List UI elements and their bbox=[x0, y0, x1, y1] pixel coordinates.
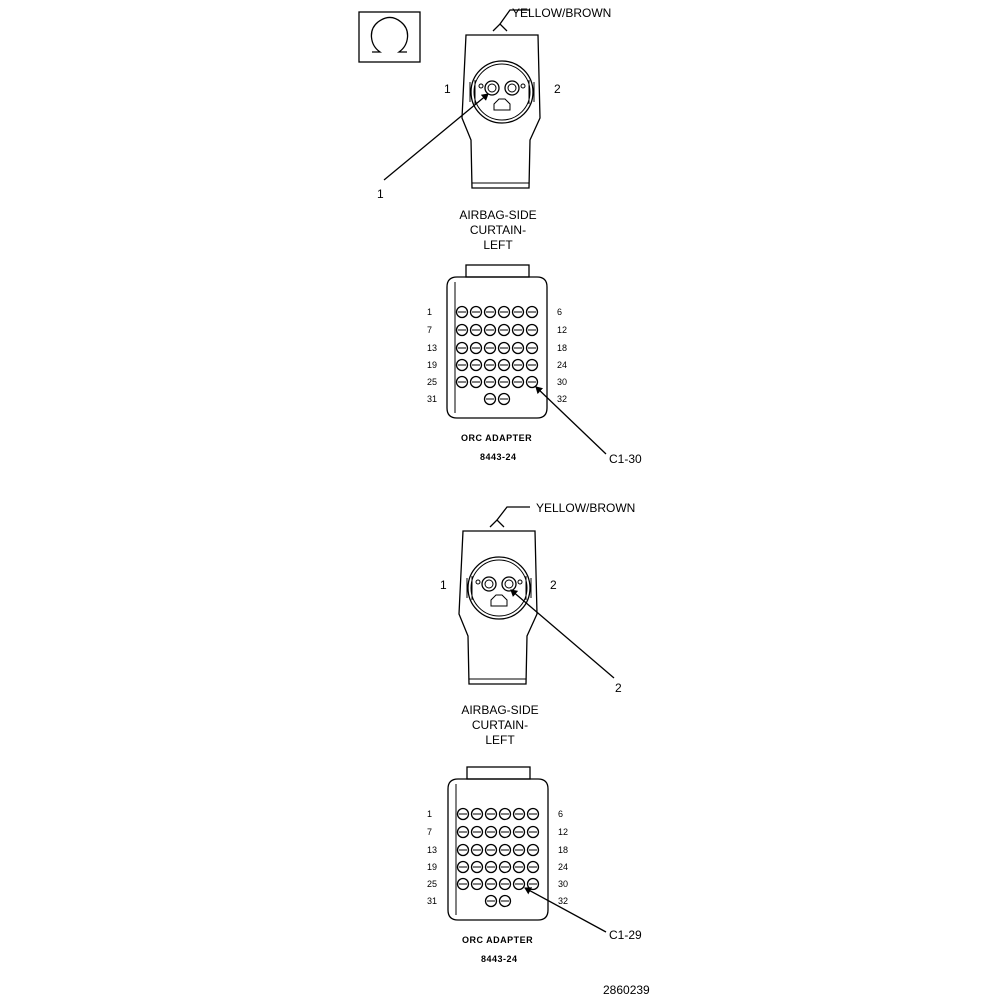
orc-adapter bbox=[446, 264, 548, 419]
component-title: LEFT bbox=[483, 238, 513, 252]
cavity-row-6 bbox=[484, 894, 512, 908]
component-title: LEFT bbox=[485, 733, 515, 747]
adapter-part-number: 8443-24 bbox=[480, 452, 517, 462]
wire-lead bbox=[499, 9, 530, 25]
omega-icon bbox=[370, 16, 409, 53]
svg-text:12: 12 bbox=[557, 325, 567, 335]
wire-color-label: YELLOW/BROWN bbox=[536, 501, 635, 515]
cavity-row-5 bbox=[456, 877, 540, 891]
panel-1: YELLOW/BROWN 1 2 1 AIRBAG-SIDE CURTAIN- … bbox=[377, 6, 642, 466]
cavity-row-3 bbox=[455, 341, 539, 355]
cavity-row-4 bbox=[455, 358, 539, 372]
cavity-row-1 bbox=[456, 807, 540, 821]
svg-text:18: 18 bbox=[558, 845, 568, 855]
cavity-row-2 bbox=[455, 323, 539, 337]
svg-text:25: 25 bbox=[427, 377, 437, 387]
wire-color-label: YELLOW/BROWN bbox=[512, 6, 611, 20]
svg-text:31: 31 bbox=[427, 896, 437, 906]
svg-text:32: 32 bbox=[558, 896, 568, 906]
svg-text:6: 6 bbox=[558, 809, 563, 819]
probe-leader bbox=[383, 93, 489, 181]
svg-text:19: 19 bbox=[427, 862, 437, 872]
cavity-row-6 bbox=[483, 392, 511, 406]
svg-text:30: 30 bbox=[557, 377, 567, 387]
probe-leader bbox=[510, 589, 615, 679]
svg-text:25: 25 bbox=[427, 879, 437, 889]
cavity-callout: C1-29 bbox=[609, 928, 642, 942]
wire-lead bbox=[496, 506, 530, 521]
svg-text:18: 18 bbox=[557, 343, 567, 353]
adapter-cavities bbox=[455, 305, 539, 406]
svg-text:7: 7 bbox=[427, 325, 432, 335]
svg-text:30: 30 bbox=[558, 879, 568, 889]
cavity-callout: C1-30 bbox=[609, 452, 642, 466]
figure-number: 2860239 bbox=[603, 983, 650, 997]
pin-2-label: 2 bbox=[554, 82, 561, 96]
svg-text:13: 13 bbox=[427, 845, 437, 855]
svg-text:1: 1 bbox=[427, 809, 432, 819]
ohmmeter-symbol bbox=[358, 11, 421, 63]
svg-text:13: 13 bbox=[427, 343, 437, 353]
adapter-name: ORC ADAPTER bbox=[461, 433, 532, 443]
svg-text:24: 24 bbox=[558, 862, 568, 872]
cavity-row-1 bbox=[455, 305, 539, 319]
cavity-row-4 bbox=[456, 860, 540, 874]
svg-text:7: 7 bbox=[427, 827, 432, 837]
cavity-leader bbox=[524, 887, 607, 933]
component-title: AIRBAG-SIDE bbox=[459, 208, 536, 222]
cavity-row-3 bbox=[456, 843, 540, 857]
component-title: CURTAIN- bbox=[472, 718, 528, 732]
svg-text:12: 12 bbox=[558, 827, 568, 837]
pin-1-label: 1 bbox=[444, 82, 451, 96]
component-title: CURTAIN- bbox=[470, 223, 526, 237]
panel-2: YELLOW/BROWN 1 2 2 AIRBAG-SIDE CURTAIN- … bbox=[427, 501, 642, 964]
adapter-name: ORC ADAPTER bbox=[462, 935, 533, 945]
airbag-connector bbox=[461, 34, 541, 189]
svg-text:31: 31 bbox=[427, 394, 437, 404]
cavity-row-5 bbox=[455, 375, 539, 389]
row-labels-right: 6 12 18 24 30 32 bbox=[557, 307, 567, 404]
cavity-row-2 bbox=[456, 825, 540, 839]
svg-text:24: 24 bbox=[557, 360, 567, 370]
adapter-cavities bbox=[456, 807, 540, 908]
probe-callout: 2 bbox=[615, 681, 622, 695]
row-labels-left: 1 7 13 19 25 31 bbox=[427, 809, 437, 906]
airbag-connector bbox=[458, 530, 538, 685]
row-labels-left: 1 7 13 19 25 31 bbox=[427, 307, 437, 404]
svg-text:19: 19 bbox=[427, 360, 437, 370]
adapter-part-number: 8443-24 bbox=[481, 954, 518, 964]
svg-text:1: 1 bbox=[427, 307, 432, 317]
pin-2-label: 2 bbox=[550, 578, 557, 592]
row-labels-right: 6 12 18 24 30 32 bbox=[558, 809, 568, 906]
pin-1-label: 1 bbox=[440, 578, 447, 592]
probe-callout: 1 bbox=[377, 187, 384, 201]
component-title: AIRBAG-SIDE bbox=[461, 703, 538, 717]
svg-text:32: 32 bbox=[557, 394, 567, 404]
svg-text:6: 6 bbox=[557, 307, 562, 317]
orc-adapter bbox=[447, 766, 549, 921]
cavity-leader bbox=[535, 386, 607, 455]
